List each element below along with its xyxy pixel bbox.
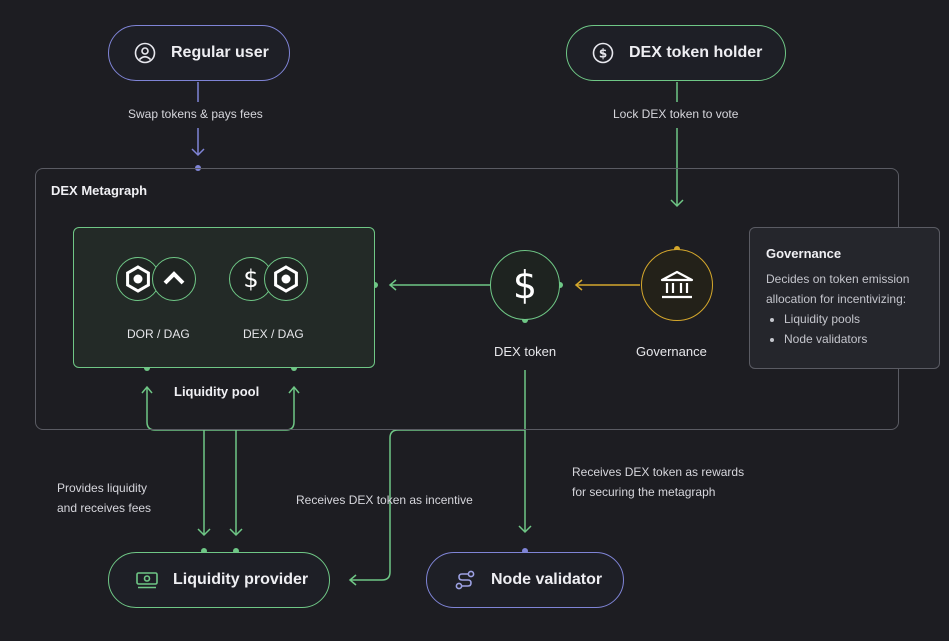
dag-coin-icon <box>264 257 308 301</box>
svg-text:$: $ <box>599 47 607 61</box>
swap-edge-label: Swap tokens & pays fees <box>128 107 263 121</box>
dex-token-holder-label: DEX token holder <box>629 44 763 61</box>
banknote-icon <box>135 568 159 592</box>
governance-info-card: Governance Decides on token emission all… <box>749 227 940 369</box>
governance-node <box>641 249 713 321</box>
metagraph-title: DEX Metagraph <box>51 183 148 198</box>
bank-building-icon <box>660 270 694 299</box>
governance-card-title: Governance <box>766 246 842 261</box>
dollar-circle-icon: $ <box>591 41 615 65</box>
incentive-edge-label: Receives DEX token as incentive <box>296 493 473 507</box>
liquidity-pool-label: Liquidity pool <box>174 384 260 399</box>
node-validator-node: Node validator <box>426 552 624 608</box>
regular-user-node: Regular user <box>108 25 290 81</box>
liquidity-provider-node: Liquidity provider <box>108 552 330 608</box>
rewards-edge-label-line1: Receives DEX token as rewards <box>572 465 745 479</box>
dex-coin-icon: $ <box>229 257 273 301</box>
provides-edge-label-line1: Provides liquidity <box>57 481 148 495</box>
node-validator-label: Node validator <box>491 571 603 588</box>
route-icon <box>453 568 477 592</box>
provides-edge-label-line2: and receives fees <box>57 501 152 515</box>
user-circle-icon <box>133 41 157 65</box>
pair-label-dex-dag: DEX / DAG <box>243 327 304 341</box>
regular-user-label: Regular user <box>171 44 269 61</box>
dex-token-node: $ <box>490 250 560 320</box>
dag-chevron-icon <box>152 257 196 301</box>
governance-card-description: Decides on token emission allocation for… <box>766 272 910 306</box>
governance-label: Governance <box>636 344 707 359</box>
rewards-edge-label-line2: for securing the metagraph <box>572 485 716 499</box>
liquidity-provider-label: Liquidity provider <box>173 571 309 588</box>
pair-label-dor-dag: DOR / DAG <box>127 327 190 341</box>
liquidity-pool-box: DOR / DAG $ DEX / DAG <box>73 227 375 368</box>
dollar-icon: $ <box>512 263 538 307</box>
list-item: Node validators <box>784 329 923 349</box>
lock-edge-label: Lock DEX token to vote <box>613 107 739 121</box>
governance-card-list: Liquidity pools Node validators <box>766 309 923 349</box>
dex-token-label: DEX token <box>494 344 557 359</box>
list-item: Liquidity pools <box>784 309 923 329</box>
dex-token-holder-node: $ DEX token holder <box>566 25 786 81</box>
